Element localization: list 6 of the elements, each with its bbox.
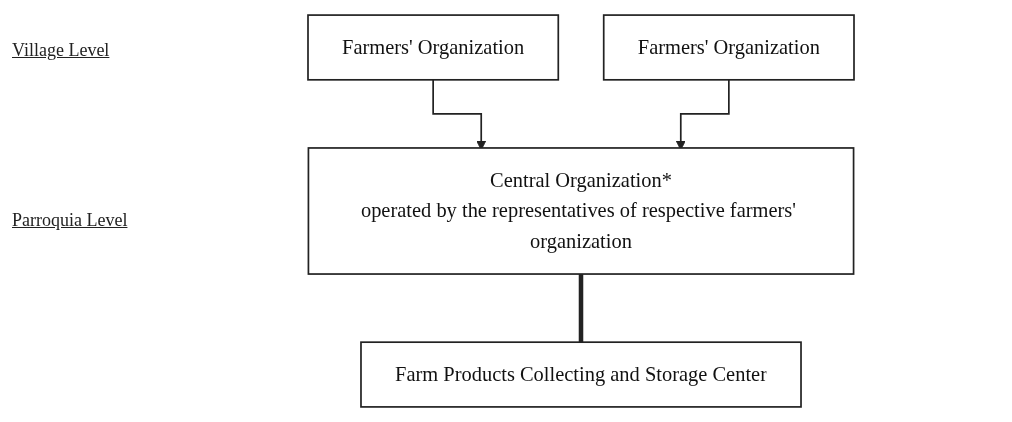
level-label: Parroquia Level bbox=[12, 210, 128, 231]
node-box: Farm Products Collecting and Storage Center bbox=[360, 341, 802, 408]
node-box: Central Organization* operated by the representatives of respective farmers' organization bbox=[307, 147, 855, 275]
level-label: Village Level bbox=[12, 40, 110, 61]
node-box: Farmers' Organization bbox=[307, 14, 560, 81]
node-box: Farmers' Organization bbox=[602, 14, 855, 81]
